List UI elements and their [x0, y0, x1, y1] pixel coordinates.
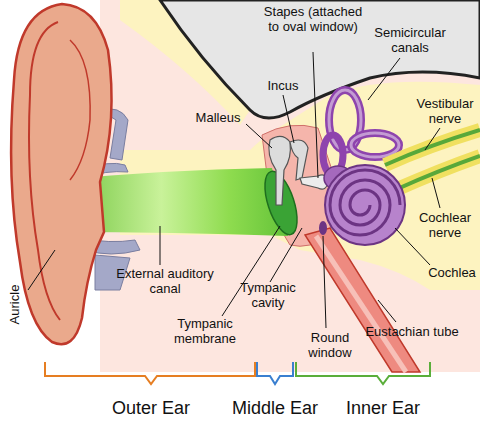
canal-loop — [351, 133, 399, 157]
leader-line — [378, 300, 396, 322]
part-label: Malleus — [183, 110, 253, 125]
leader-line — [246, 124, 272, 148]
leader-line — [432, 178, 440, 208]
region-label: Middle Ear — [225, 398, 325, 418]
antihelix-fold — [70, 40, 90, 180]
leader-lines — [28, 52, 440, 328]
part-label: Auricle — [7, 265, 22, 345]
incus-bone — [290, 140, 308, 180]
part-label: Vestibular nerve — [410, 96, 480, 126]
part-label: External auditory canal — [110, 266, 220, 296]
region-bracket — [257, 362, 293, 384]
part-label: Semicircular canals — [365, 25, 455, 55]
cochlea-spiral — [330, 170, 400, 235]
part-label: Stapes (attached to oval window) — [263, 4, 363, 34]
region-label: Inner Ear — [333, 398, 433, 418]
region-label: Outer Ear — [96, 398, 206, 418]
region-bracket — [296, 362, 430, 384]
helix-fold — [29, 22, 60, 320]
part-label: Tympanic membrane — [165, 316, 245, 346]
leader-line — [283, 95, 294, 143]
part-label: Cochlear nerve — [410, 210, 480, 240]
leader-line — [425, 128, 440, 150]
leader-line — [323, 236, 326, 328]
cochlea-shape — [325, 165, 405, 245]
leader-line — [368, 58, 400, 100]
nerve-fibre — [395, 156, 480, 190]
part-label: Round window — [297, 330, 363, 360]
part-label: Incus — [253, 78, 313, 93]
round-window-shape — [319, 221, 327, 235]
leader-line — [270, 228, 302, 282]
part-label: Cochlea — [422, 265, 480, 280]
leader-line — [395, 228, 430, 265]
region-bracket — [45, 362, 255, 384]
auricle-shape — [11, 4, 111, 344]
part-label: Eustachian tube — [357, 324, 467, 339]
leader-line — [160, 226, 161, 265]
leader-line — [313, 52, 318, 178]
leader-line — [28, 250, 55, 290]
malleus-bone — [269, 136, 291, 205]
nerve-bundle — [395, 156, 480, 190]
part-label: Tympanic cavity — [228, 280, 308, 310]
canal-loop — [351, 133, 399, 157]
